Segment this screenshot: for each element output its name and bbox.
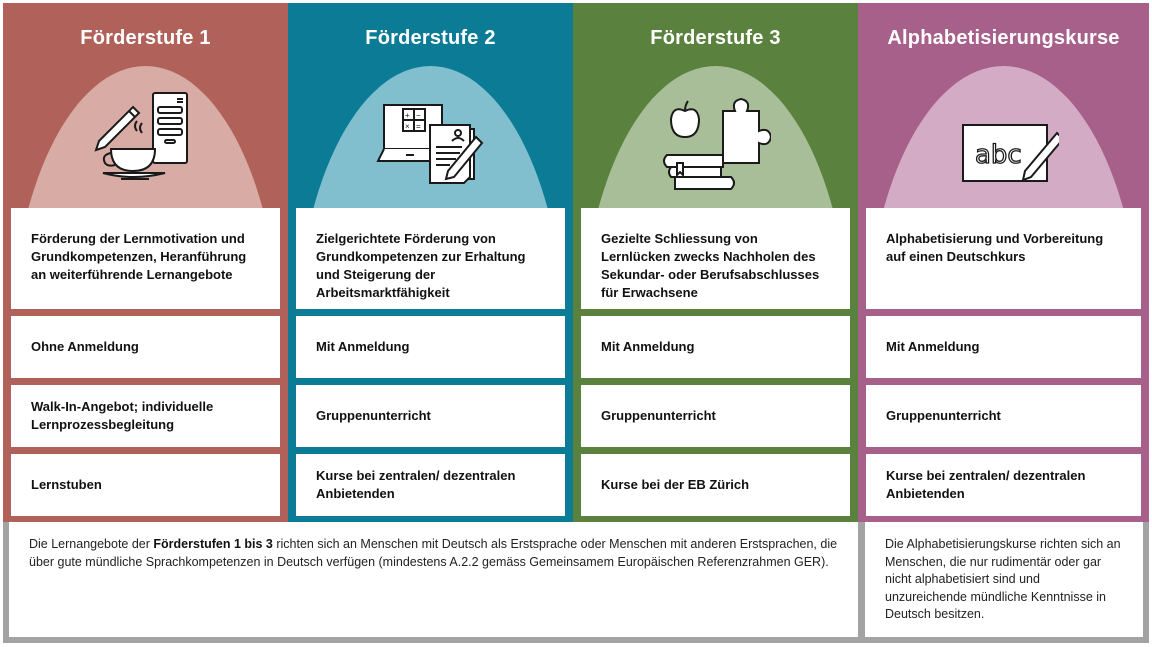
- cell-registration: Ohne Anmeldung: [11, 316, 280, 378]
- cell-goal: Förderung der Lernmotivation und Grundko…: [11, 208, 280, 309]
- column-header: Förderstufe 3: [573, 3, 858, 208]
- cell-provider: Kurse bei zentralen/ dezentralen Anbiete…: [296, 454, 565, 516]
- column-foerderstufe-2: Förderstufe 2 + − × = Zielgeric: [288, 3, 573, 522]
- footer-note-alphabetisierung: Die Alphabetisierungskurse richten sich …: [865, 522, 1143, 637]
- column-alphabetisierungskurse: Alphabetisierungskurse abc Alphabetisier…: [858, 3, 1149, 522]
- cell-provider: Kurse bei der EB Zürich: [581, 454, 850, 516]
- laptop-calculator-document-icon: + − × =: [375, 91, 486, 191]
- apple-books-puzzle-icon: [661, 91, 772, 191]
- cell-registration: Mit Anmeldung: [866, 316, 1141, 378]
- column-foerderstufe-1: Förderstufe 1 Förderung der Lernmotivati…: [3, 3, 288, 522]
- cell-goal: Gezielte Schliessung von Lernlücken zwec…: [581, 208, 850, 309]
- coffee-pencil-form-icon: [91, 91, 201, 191]
- svg-text:−: −: [416, 111, 421, 120]
- svg-text:+: +: [405, 111, 410, 120]
- svg-text:=: =: [416, 122, 421, 131]
- column-title: Förderstufe 3: [650, 27, 781, 49]
- cell-format: Gruppenunterricht: [866, 385, 1141, 447]
- cell-format: Walk-In-Angebot; individuelle Lernprozes…: [11, 385, 280, 447]
- footer-note-text: richten sich an Menschen mit Deutsch als…: [29, 537, 838, 569]
- column-header: Alphabetisierungskurse abc: [858, 3, 1149, 208]
- footer-note-foerderstufen: Die Lernangebote der Förderstufen 1 bis …: [9, 522, 858, 637]
- column-title: Alphabetisierungskurse: [887, 27, 1120, 49]
- cell-goal: Zielgerichtete Förderung von Grundkompet…: [296, 208, 565, 309]
- column-header: Förderstufe 1: [3, 3, 288, 208]
- cell-format: Gruppenunterricht: [296, 385, 565, 447]
- svg-text:abc: abc: [975, 140, 1022, 170]
- column-title: Förderstufe 1: [80, 27, 211, 49]
- cell-format: Gruppenunterricht: [581, 385, 850, 447]
- cell-provider: Kurse bei zentralen/ dezentralen Anbiete…: [866, 454, 1141, 516]
- column-foerderstufe-3: Förderstufe 3 Gezielte Schliessung von L…: [573, 3, 858, 522]
- column-header: Förderstufe 2 + − × =: [288, 3, 573, 208]
- footer-note-bold: Förderstufen 1 bis 3: [153, 537, 273, 551]
- cell-registration: Mit Anmeldung: [296, 316, 565, 378]
- cell-goal: Alphabetisierung und Vorbereitung auf ei…: [866, 208, 1141, 309]
- cell-provider: Lernstuben: [11, 454, 280, 516]
- svg-text:×: ×: [405, 122, 410, 131]
- abc-board-pencil-icon: abc: [949, 91, 1064, 191]
- column-title: Förderstufe 2: [365, 27, 496, 49]
- footer-notes: Die Lernangebote der Förderstufen 1 bis …: [3, 522, 1149, 643]
- cell-registration: Mit Anmeldung: [581, 316, 850, 378]
- footer-note-text: Die Lernangebote der: [29, 537, 154, 551]
